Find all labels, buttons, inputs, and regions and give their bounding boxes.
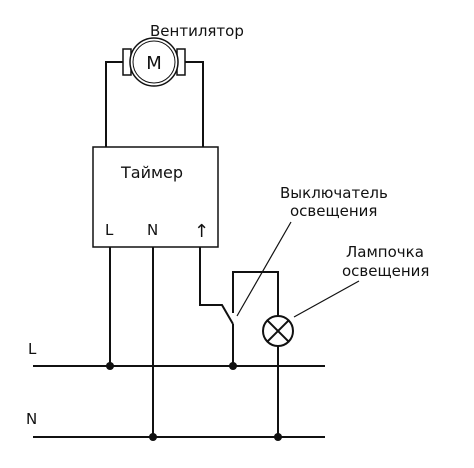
timer-label: Таймер — [120, 163, 183, 182]
motor-symbol: M — [146, 53, 162, 74]
switch-leader-line — [236, 221, 292, 317]
switch-label-line2: освещения — [290, 202, 377, 220]
timer-output-arrow-icon: ↑ — [194, 221, 209, 242]
lamp-label-line2: освещения — [342, 262, 429, 280]
timer-terminal-n: N — [147, 221, 158, 239]
bus-n-label: N — [26, 410, 37, 428]
bus-l-label: L — [28, 340, 37, 358]
fan-motor-icon — [122, 37, 186, 87]
fan-label: Вентилятор — [150, 22, 244, 40]
lamp-label-line1: Лампочка — [346, 243, 424, 261]
timer-terminal-l: L — [105, 221, 114, 239]
junction-dots — [106, 362, 282, 441]
timer-box — [92, 146, 219, 248]
lamp-leader-line — [293, 280, 360, 318]
fan-wires — [105, 61, 204, 147]
lamp-icon — [262, 315, 294, 347]
switch-label-line1: Выключатель — [280, 184, 388, 202]
